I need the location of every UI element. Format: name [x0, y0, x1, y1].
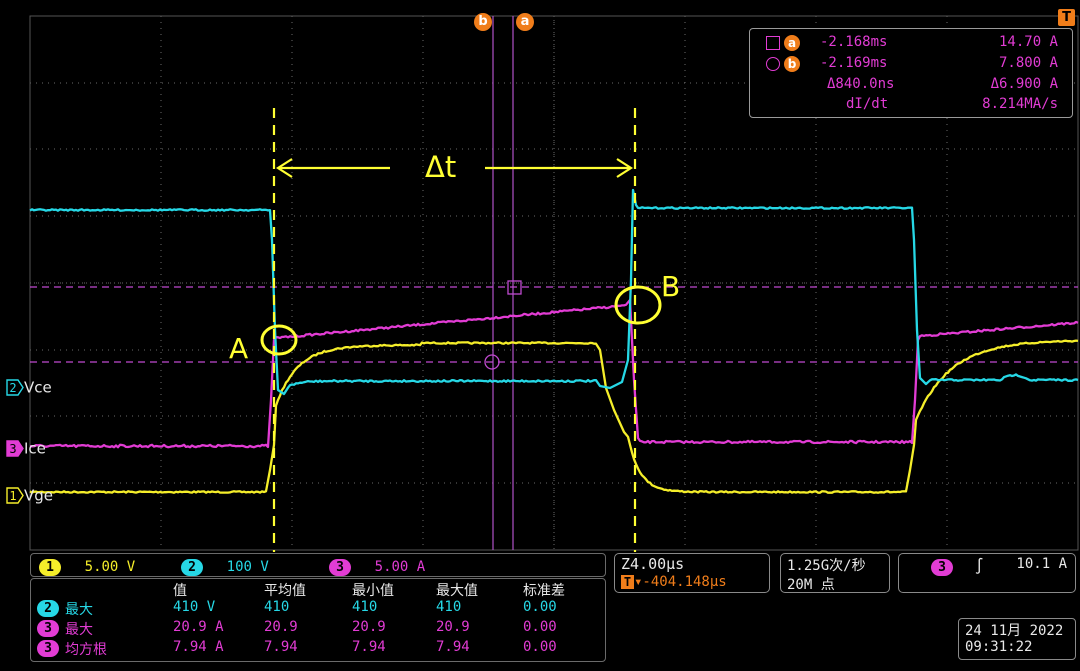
delta-t-label: Δt: [425, 150, 457, 184]
channel-label-ice[interactable]: 3 Ice: [6, 438, 46, 458]
delta-value: Δ6.900 A: [990, 76, 1058, 92]
svg-text:1: 1: [9, 489, 16, 503]
timebase-panel[interactable]: Z4.00μs T▾-404.148μs: [614, 553, 770, 593]
header-std: 标准差: [523, 583, 565, 599]
trigger-slope-icon: ∫: [974, 557, 984, 575]
trigger-panel[interactable]: 3 ∫ 10.1 A: [898, 553, 1076, 593]
measurement-std: 0.00: [523, 599, 557, 615]
channel-2-flag-icon: 2: [6, 379, 24, 396]
header-max: 最大值: [436, 583, 478, 599]
rate-value: 8.214MA/s: [982, 96, 1058, 112]
measurement-max: 7.94: [436, 639, 470, 655]
delta-time: Δ840.0ns: [827, 76, 895, 92]
channel-1-flag-icon: 1: [6, 487, 24, 504]
point-b-circle: [614, 285, 662, 325]
cursor-a-value: 14.70 A: [998, 34, 1058, 50]
record-length: 20M 点: [787, 577, 835, 593]
cursor-b-readout-badge: b: [784, 56, 800, 72]
svg-text:3: 3: [9, 442, 16, 456]
measurement-channel-badge: 3: [37, 620, 59, 637]
measurement-channel-badge: 2: [37, 600, 59, 617]
measurement-name: 最大: [65, 622, 93, 638]
cursor-b-circle-marker[interactable]: [484, 354, 500, 370]
trigger-level: 10.1 A: [1016, 556, 1067, 572]
header-mean: 平均值: [264, 583, 306, 599]
measurement-mean: 20.9: [264, 619, 298, 635]
cursor-b-label[interactable]: b: [474, 10, 492, 31]
cursor-b-value: 7.800 A: [998, 55, 1058, 71]
measurement-max: 410: [436, 599, 462, 615]
trigger-channel-badge: 3: [931, 559, 953, 576]
cursor-b-circle-icon: [766, 57, 780, 71]
vge-waveform: [29, 339, 1079, 494]
measurement-name: 均方根: [65, 642, 107, 658]
measurement-min: 20.9: [352, 619, 386, 635]
sampling-panel[interactable]: 1.25G次/秒 20M 点: [780, 553, 890, 593]
point-a-circle: [260, 324, 298, 356]
cursor-a-time: -2.168ms: [820, 34, 888, 50]
measurement-row[interactable]: 3 最大 20.9 A 20.9 20.9 20.9 0.00: [31, 619, 605, 639]
ice-waveform: [29, 298, 1079, 449]
cursor-a-square-icon: [766, 36, 780, 50]
ch2-scale[interactable]: 2 100 V: [181, 556, 269, 576]
cursor-a-readout-badge: a: [784, 35, 800, 51]
measurement-mean: 410: [264, 599, 290, 615]
point-a-label: A: [229, 332, 249, 365]
measurement-min: 410: [352, 599, 378, 615]
measurement-std: 0.00: [523, 639, 557, 655]
sample-rate: 1.25G次/秒: [787, 558, 866, 574]
header-min: 最小值: [352, 583, 394, 599]
channel-3-flag-icon: 3: [6, 440, 24, 457]
header-value: 值: [173, 583, 187, 599]
trigger-position-icon: T: [621, 575, 634, 589]
delta-t-arrow-right: [485, 158, 634, 178]
measurement-min: 7.94: [352, 639, 386, 655]
measurement-name: 最大: [65, 602, 93, 618]
svg-text:2: 2: [9, 381, 16, 395]
measurement-mean: 7.94: [264, 639, 298, 655]
trigger-position-marker[interactable]: T: [1058, 9, 1075, 26]
measurement-value: 20.9 A: [173, 619, 224, 635]
zoom-symbol: Z: [621, 555, 631, 573]
point-b-label: B: [661, 270, 681, 303]
vce-waveform: [29, 188, 1079, 396]
date: 24 11月 2022: [965, 623, 1064, 639]
cursor-a-label[interactable]: a: [516, 10, 534, 31]
waveform-display[interactable]: [0, 0, 1080, 560]
measurement-value: 410 V: [173, 599, 216, 615]
ch1-scale[interactable]: 1 5.00 V: [39, 556, 135, 576]
measurement-max: 20.9: [436, 619, 470, 635]
time-per-div: 4.00μs: [630, 555, 685, 573]
channel-label-vge[interactable]: 1 Vge: [6, 485, 53, 505]
channel-label-vce[interactable]: 2 Vce: [6, 377, 52, 397]
cursor-readout-panel: a b -2.168ms 14.70 A -2.169ms 7.800 A Δ8…: [749, 28, 1073, 118]
cursor-b-time: -2.169ms: [820, 55, 888, 71]
datetime-panel: 24 11月 2022 09:31:22: [958, 618, 1076, 660]
ch3-scale[interactable]: 3 5.00 A: [329, 556, 425, 576]
measurement-row[interactable]: 2 最大 410 V 410 410 410 0.00: [31, 599, 605, 619]
time: 09:31:22: [965, 639, 1033, 655]
measurement-row[interactable]: 3 均方根 7.94 A 7.94 7.94 7.94 0.00: [31, 639, 605, 659]
measurement-value: 7.94 A: [173, 639, 224, 655]
rate-label: dI/dt: [846, 96, 889, 112]
graticule: [29, 15, 1079, 551]
measurement-channel-badge: 3: [37, 640, 59, 657]
cursor-a-square-marker[interactable]: [507, 280, 522, 295]
channel-scale-panel: 1 5.00 V 2 100 V 3 5.00 A: [30, 553, 606, 577]
measurement-std: 0.00: [523, 619, 557, 635]
delta-t-arrow-left: [275, 158, 390, 178]
horizontal-position: ▾-404.148μs: [634, 574, 727, 590]
